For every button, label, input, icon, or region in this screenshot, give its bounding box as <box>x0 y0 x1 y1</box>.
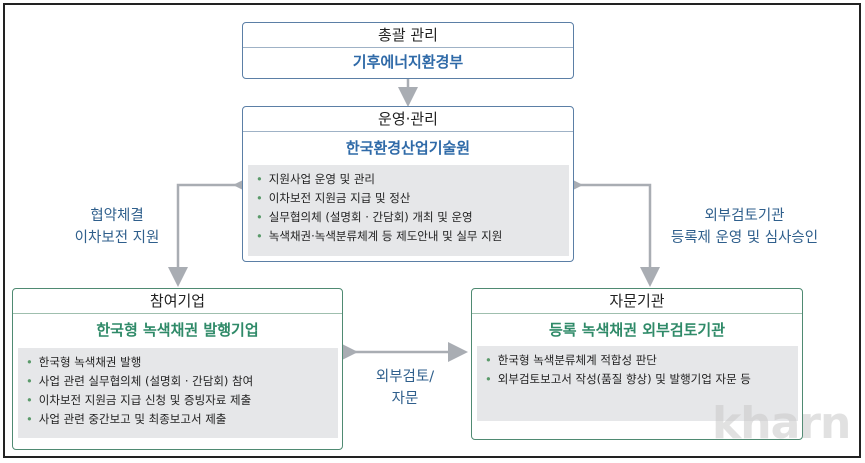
list-item: 이차보전 지원금 지급 신청 및 증빙자료 제출 <box>26 391 330 410</box>
label-line: 이차보전 지원 <box>74 230 160 246</box>
middle-relation-label: 외부검토/ 자문 <box>360 366 450 410</box>
list-item: 한국형 녹색채권 발행 <box>26 353 330 372</box>
label-line: 외부검토기관 <box>704 208 785 224</box>
list-item: 사업 관련 중간보고 및 최종보고서 제출 <box>26 410 330 429</box>
arrow-ops-left <box>168 175 253 287</box>
duty-list: 한국형 녹색채권 발행 사업 관련 실무협의체 (설명회 · 간담회) 참여 이… <box>18 348 338 438</box>
list-item: 한국형 녹색분류체계 적합성 판단 <box>485 351 790 370</box>
org-name: 등록 녹색채권 외부검토기관 <box>548 321 726 339</box>
label-line: 외부검토/ <box>375 369 435 385</box>
operations-box: 운영·관리 한국환경산업기술원 지원사업 운영 및 관리 이차보전 지원금 지급… <box>242 106 574 262</box>
list-item: 녹색채권·녹색분류체계 등 제도안내 및 실무 지원 <box>256 227 561 246</box>
arrow-ops-right <box>563 175 660 287</box>
list-item: 실무협의체 (설명회 · 간담회) 개최 및 운영 <box>256 208 561 227</box>
list-item: 지원사업 운영 및 관리 <box>256 170 561 189</box>
org-name: 한국형 녹색채권 발행기업 <box>96 321 259 339</box>
label-line: 자문 <box>391 391 419 407</box>
label-line: 등록제 운영 및 심사승인 <box>670 230 819 246</box>
left-relation-label: 협약체결 이차보전 지원 <box>62 205 172 249</box>
box-header: 참여기업 <box>13 289 342 314</box>
advisory-box: 자문기관 등록 녹색채권 외부검토기관 한국형 녹색분류체계 적합성 판단 외부… <box>471 288 803 440</box>
label-line: 협약체결 <box>90 208 144 224</box>
list-item: 외부검토보고서 작성(품질 향상) 및 발행기업 자문 등 <box>485 370 790 389</box>
box-header: 총괄 관리 <box>243 23 573 48</box>
participant-box: 참여기업 한국형 녹색채권 발행기업 한국형 녹색채권 발행 사업 관련 실무협… <box>12 288 343 450</box>
org-name: 한국환경산업기술원 <box>345 139 471 157</box>
duty-list: 지원사업 운영 및 관리 이차보전 지원금 지급 및 정산 실무협의체 (설명회… <box>248 165 569 256</box>
list-item: 이차보전 지원금 지급 및 정산 <box>256 189 561 208</box>
org-name: 기후에너지환경부 <box>352 53 464 71</box>
top-management-box: 총괄 관리 기후에너지환경부 <box>242 22 574 79</box>
duty-list: 한국형 녹색분류체계 적합성 판단 외부검토보고서 작성(품질 향상) 및 발행… <box>477 346 798 421</box>
box-header: 자문기관 <box>472 289 802 314</box>
right-relation-label: 외부검토기관 등록제 운영 및 심사승인 <box>652 205 837 249</box>
list-item: 사업 관련 실무협의체 (설명회 · 간담회) 참여 <box>26 372 330 391</box>
diagram-frame <box>3 3 861 458</box>
watermark-logo: kharn <box>712 398 851 449</box>
box-header: 운영·관리 <box>243 107 573 132</box>
